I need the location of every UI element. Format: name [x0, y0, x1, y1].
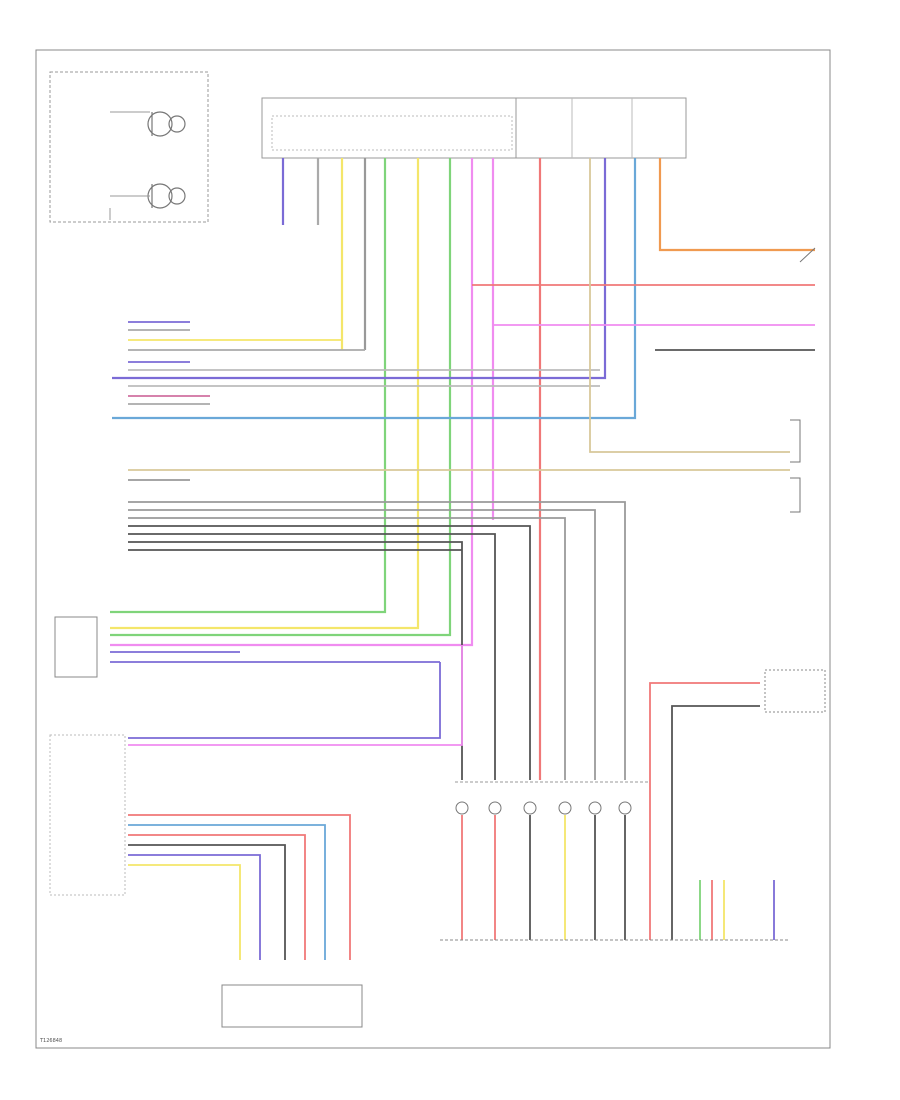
ecm-connector [221, 984, 363, 1028]
footer-code: T126848 [39, 1038, 62, 1044]
starter-switch [764, 669, 826, 713]
shift-wire [109, 111, 150, 220]
sensor-wires [461, 682, 775, 940]
engine-module-frame [49, 734, 126, 896]
bcm-inner [271, 115, 513, 151]
steering-module-box [54, 616, 98, 678]
body-control-module [261, 97, 517, 159]
steering-wires [110, 645, 463, 746]
fuse-panel [515, 97, 687, 159]
transmission-wires [128, 321, 635, 419]
shift-lever-box [49, 71, 209, 223]
right-feed-wires [128, 158, 815, 481]
diagram-frame [35, 49, 831, 1049]
engine-wires [128, 814, 351, 960]
transmission-sensors [455, 781, 650, 815]
solenoid-lower [147, 183, 186, 209]
gray-bundle [128, 501, 626, 780]
solenoid-upper [147, 111, 186, 137]
switch-contact [790, 247, 816, 513]
